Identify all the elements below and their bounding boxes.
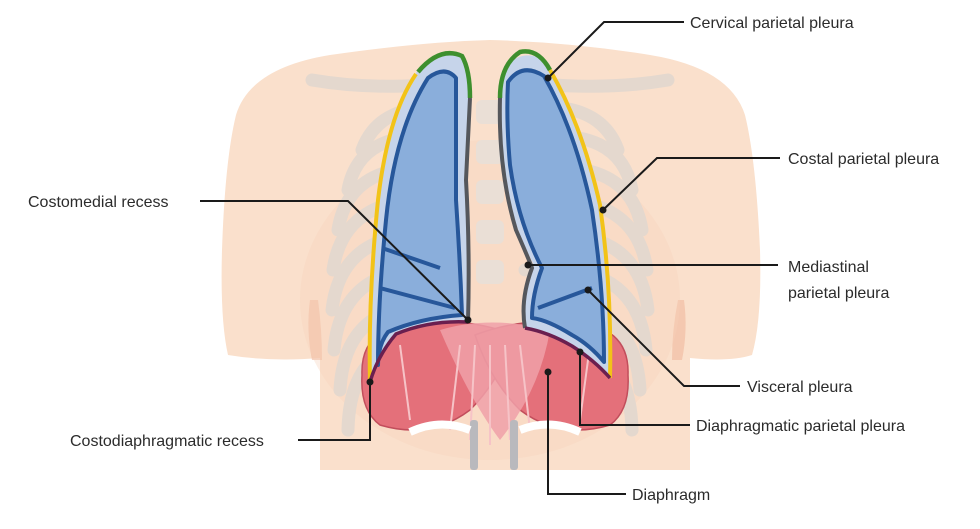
label-costal-parietal-pleura: Costal parietal pleura — [788, 151, 939, 168]
vertebra — [476, 140, 504, 164]
label-diaphragm: Diaphragm — [632, 487, 710, 504]
leader-diaphragm — [547, 372, 626, 495]
left-lung-group — [367, 51, 473, 383]
right-mediastinal-pleura — [497, 97, 535, 329]
right-lung-group — [497, 49, 613, 380]
label-cervical-parietal-pleura: Cervical parietal pleura — [690, 15, 854, 32]
leader-costal-parietal-pleura — [602, 157, 780, 211]
label-costomedial-recess: Costomedial recess — [28, 194, 169, 211]
diaphragm-central-tendon — [440, 322, 550, 440]
left-lung-fissure — [379, 246, 456, 310]
label-mediastinal-line2: parietal pleura — [788, 285, 890, 302]
dot-costal-parietal-pleura — [599, 206, 607, 214]
label-costodiaphragmatic-recess: Costodiaphragmatic recess — [70, 433, 264, 450]
leader-lines — [200, 21, 780, 495]
left-crus — [470, 420, 478, 470]
dot-mediastinal-parietal-pleura — [524, 261, 532, 269]
diaphragm-crura — [470, 420, 518, 470]
dot-cervical-parietal-pleura — [544, 74, 552, 82]
lower-rib-arch — [408, 420, 582, 436]
dot-visceral-pleura — [584, 286, 592, 294]
vertebra — [476, 260, 504, 284]
leader-diaphragmatic-parietal-pleura — [579, 352, 690, 426]
right-diaphragmatic-pleura — [524, 326, 612, 380]
vertebra — [476, 180, 504, 204]
right-cervical-pleura — [497, 49, 552, 99]
dot-diaphragm — [544, 368, 552, 376]
leader-cervical-parietal-pleura — [547, 21, 684, 79]
label-mediastinal-line1: Mediastinal — [788, 259, 869, 276]
labels: Cervical parietal pleura Costal parietal… — [28, 15, 939, 504]
dot-costodiaphragmatic-recess — [366, 378, 374, 386]
leader-visceral-pleura — [587, 289, 740, 387]
right-lung-fissure — [537, 286, 593, 310]
dot-costomedial-recess — [464, 316, 472, 324]
vertebra — [476, 220, 504, 244]
leader-costodiaphragmatic-recess — [298, 382, 371, 441]
leader-costomedial-recess — [200, 200, 469, 321]
spine — [476, 100, 504, 284]
left-cervical-pleura — [416, 51, 473, 99]
dot-diaphragmatic-parietal-pleura — [576, 348, 584, 356]
right-costal-pleura — [548, 68, 613, 379]
right-crus — [510, 420, 518, 470]
left-arm-shadow — [308, 300, 322, 360]
left-mediastinal-pleura — [463, 97, 472, 323]
left-diaphragmatic-pleura — [368, 320, 469, 383]
label-diaphragmatic-parietal-pleura: Diaphragmatic parietal pleura — [696, 418, 905, 435]
right-arm-shadow — [672, 300, 686, 360]
left-costal-pleura — [367, 72, 418, 383]
right-lung — [505, 68, 606, 364]
vertebra — [476, 100, 504, 124]
label-visceral-pleura: Visceral pleura — [747, 379, 853, 396]
